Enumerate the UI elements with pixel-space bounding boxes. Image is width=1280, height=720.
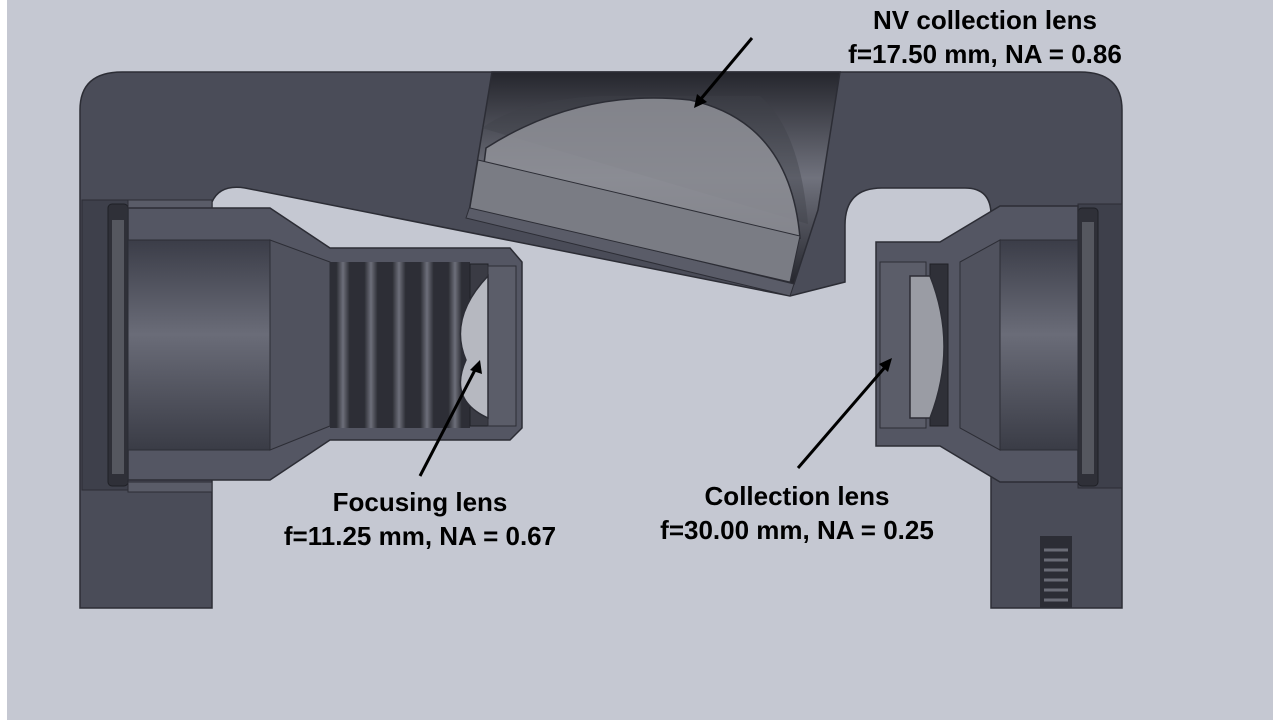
collection-lens-name: Collection lens bbox=[704, 481, 890, 511]
arrow-collection bbox=[796, 365, 888, 469]
nv-collection-lens-specs: f=17.50 mm, NA = 0.86 bbox=[848, 39, 1122, 69]
nv-collection-lens bbox=[483, 97, 801, 239]
focusing-lens-name: Focusing lens bbox=[332, 487, 508, 517]
nv-lens-edge bbox=[469, 159, 801, 283]
nv-collection-lens-name: NV collection lens bbox=[873, 5, 1097, 35]
housing-body bbox=[79, 71, 1123, 609]
focusing-lens-label: Focusing lens f=11.25 mm, NA = 0.67 bbox=[252, 485, 588, 553]
collection-lens-specs: f=30.00 mm, NA = 0.25 bbox=[660, 515, 934, 545]
focusing-lens-mount bbox=[81, 199, 523, 493]
focusing-lens-specs: f=11.25 mm, NA = 0.67 bbox=[283, 521, 557, 551]
nv-collection-lens-label: NV collection lens f=17.50 mm, NA = 0.86 bbox=[818, 3, 1152, 71]
annotation-arrows bbox=[418, 37, 892, 477]
arrow-nv-collection bbox=[698, 37, 754, 101]
collection-lens-label: Collection lens f=30.00 mm, NA = 0.25 bbox=[630, 479, 964, 547]
collection-lens bbox=[909, 275, 945, 419]
arrow-focusing bbox=[418, 367, 478, 477]
